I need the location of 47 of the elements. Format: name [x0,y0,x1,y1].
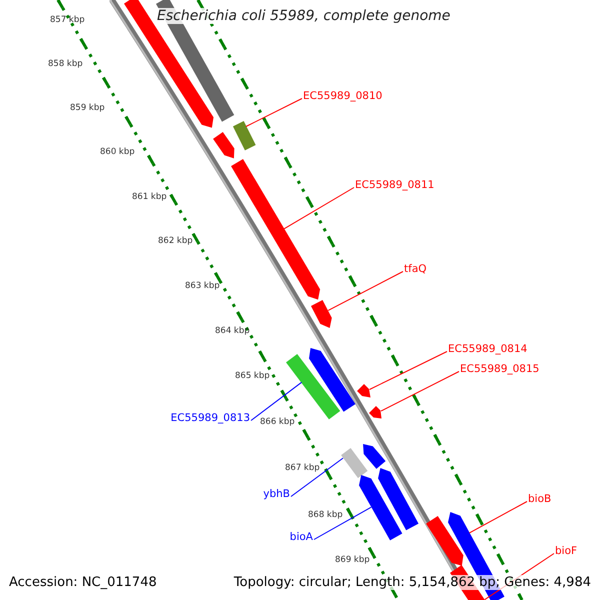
scale-label: 868 kbp [308,510,343,521]
gene-label: EC55989_0815 [460,363,540,376]
scale-label: 863 kbp [185,281,220,292]
scale-label: 864 kbp [215,326,250,337]
gene-feature [363,444,386,469]
gene-feature [232,121,256,151]
gene-label: EC55989_0811 [355,179,434,192]
gene-feature [311,300,332,328]
gene-feature [341,448,368,479]
gene-label: bioA [290,531,313,544]
leader-line [284,187,354,230]
leader-line [290,458,344,497]
gene-feature [358,475,402,540]
leader-line [328,271,404,311]
gene-label: ybhB [263,488,290,501]
gene-label: tfaQ [404,263,427,276]
scale-label: 857 kbp [50,15,85,26]
info-text: Accession: NC_011748 [9,575,157,590]
gene-feature [426,516,464,566]
gene-label: EC55989_0814 [448,343,528,356]
gene-feature [213,132,234,158]
gene-feature [369,406,382,419]
leader-line [246,98,302,127]
scale-label: 860 kbp [100,147,135,158]
scale-label: 866 kbp [260,417,295,428]
gene-feature [378,468,418,530]
leader-line [380,371,460,412]
gene-label: EC55989_0810 [303,90,382,103]
leader-line [468,501,528,534]
scale-label: 869 kbp [335,555,370,566]
scale-label: 862 kbp [158,236,193,247]
leader-line [250,382,302,421]
gene-feature [357,384,371,398]
gene-feature [230,159,320,300]
leader-line [314,506,372,540]
gene-feature [309,348,356,412]
gene-label: bioF [555,545,578,558]
scale-label: 858 kbp [48,59,83,70]
leader-line [369,351,448,390]
scale-label: 859 kbp [70,103,105,114]
info-text: Topology: circular; Length: 5,154,862 bp; Genes: 4,984 [234,575,591,590]
gene-feature [286,354,341,420]
gene-label: EC55989_0813 [170,412,250,425]
gene-label: bioB [528,493,552,506]
scale-label: 861 kbp [132,192,167,203]
scale-label: 865 kbp [235,371,270,382]
scale-label: 867 kbp [285,463,320,474]
